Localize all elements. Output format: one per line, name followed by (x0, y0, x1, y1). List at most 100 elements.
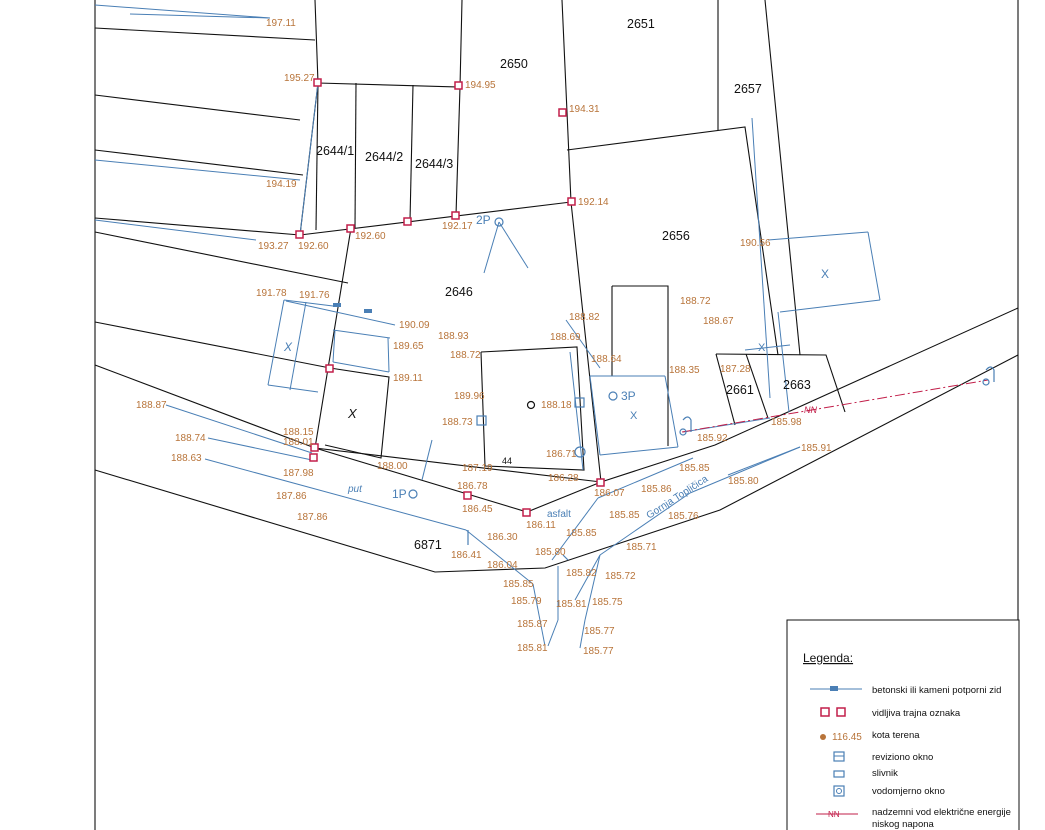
parcel-label-2663: 2663 (783, 378, 811, 392)
parcel-label-2644-2: 2644/2 (365, 150, 403, 164)
elevation-label: 186.71 (546, 449, 577, 460)
elevation-label: 192.14 (578, 197, 609, 208)
manhole-3p-symbol (608, 391, 618, 401)
parcel-label-2661: 2661 (726, 383, 754, 397)
elevation-label: 185.86 (641, 484, 672, 495)
elevation-label: 185.82 (566, 568, 597, 579)
elevation-label: 187.19 (462, 463, 493, 474)
elevation-label: 197.11 (266, 18, 296, 29)
legend-label: betonski ili kameni potporni zid (872, 685, 1001, 696)
elevation-label: 185.79 (511, 596, 542, 607)
legend-item-boundary-marks: vidljiva trajna oznaka (820, 707, 961, 719)
legend-label: kota terena (872, 730, 920, 741)
elevation-label: 188.00 (377, 461, 408, 472)
x-mark: X (283, 340, 293, 354)
elevation-label: 186.04 (487, 560, 518, 571)
elevation-label: 185.85 (609, 510, 640, 521)
legend-item-power-line: NN nadzemni vod električne energije nisk… (816, 807, 1011, 830)
elevation-label: 185.75 (592, 597, 623, 608)
water-meter-chamber-symbol (476, 415, 487, 426)
road-label-asfalt: asfalt (547, 509, 571, 520)
elevation-label: 187.98 (283, 468, 314, 479)
elevation-label: 192.60 (355, 231, 386, 242)
parcel-label-2646: 2646 (445, 285, 473, 299)
parcel-label-2656: 2656 (662, 229, 690, 243)
elevation-label: 194.31 (569, 104, 600, 115)
manholes (408, 217, 995, 561)
elevation-label: 185.80 (728, 476, 759, 487)
inspection-chamber-symbol (574, 397, 585, 408)
elevation-label: 187.28 (720, 364, 751, 375)
parcel-label-2657: 2657 (734, 82, 762, 96)
elevation-label: 188.35 (669, 365, 700, 376)
elevation-labels: 197.11 195.27 194.95 194.31 194.19 193.2… (136, 18, 832, 657)
legend-box (786, 619, 1020, 830)
elevation-label: 190.09 (399, 320, 430, 331)
road-label-put: put (347, 484, 363, 495)
elevation-label: 185.85 (679, 463, 710, 474)
elevation-label: 185.76 (668, 511, 699, 522)
elevation-label: 188.82 (569, 312, 600, 323)
elevation-label: 193.27 (258, 241, 289, 252)
elevation-label: 189.65 (393, 341, 424, 352)
manhole-3p-label: 3P (621, 389, 636, 403)
x-marks: X X X X X (283, 267, 829, 422)
elevation-label: 185.87 (517, 619, 548, 630)
parcel-boundaries (94, 0, 1019, 573)
elevation-label: 188.69 (550, 332, 581, 343)
x-mark: X (758, 342, 766, 354)
elevation-label: 194.19 (266, 179, 297, 190)
elevation-label: 188.18 (541, 400, 572, 411)
elevation-label: 185.85 (566, 528, 597, 539)
elevation-label: 192.60 (298, 241, 329, 252)
elevation-label: 188.01 (283, 437, 314, 448)
x-mark: X (630, 410, 638, 422)
legend-item-water-meter-chamber: vodomjerno okno (833, 785, 945, 797)
elevation-label: 195.27 (284, 73, 315, 84)
legend: Legenda: betonski ili kameni potporni zi… (786, 619, 1020, 830)
power-line-tag: NN (804, 405, 817, 415)
boundary-marks (295, 78, 605, 517)
retaining-walls (333, 303, 372, 313)
elevation-label: 185.72 (605, 571, 636, 582)
elevation-label: 186.45 (462, 504, 493, 515)
legend-label: nadzemni vod električne energije (872, 807, 1011, 818)
elevation-label: 185.77 (584, 626, 615, 637)
legend-label: vidljiva trajna oznaka (872, 708, 961, 719)
elevation-label: 186.28 (548, 473, 579, 484)
elevation-label: 190.56 (740, 238, 771, 249)
elevation-label: 188.67 (703, 316, 734, 327)
parcel-label-2651: 2651 (627, 17, 655, 31)
legend-label: reviziono okno (872, 752, 933, 763)
elevation-label: 191.76 (299, 290, 330, 301)
manhole-1p-symbol (408, 489, 418, 499)
elevation-label: 186.41 (451, 550, 482, 561)
legend-label: vodomjerno okno (872, 786, 945, 797)
elevation-label: 185.77 (583, 646, 614, 657)
legend-elevation-value: 116.45 (832, 732, 862, 743)
elevation-label: 188.15 (283, 427, 314, 438)
blue-annotations: 2P 1P 3P put asfalt Gornja Topličica 44 (347, 213, 711, 522)
elevation-label: 192.17 (442, 221, 473, 232)
point-label-44: 44 (502, 456, 512, 466)
legend-item-inspection-chamber: reviziono okno (833, 751, 933, 763)
elevation-label: 186.30 (487, 532, 518, 543)
elevation-label: 187.86 (297, 512, 328, 523)
elevation-label: 189.11 (393, 373, 423, 384)
elevation-label: 189.96 (454, 391, 485, 402)
legend-label-2: niskog napona (872, 819, 935, 830)
elevation-label: 185.71 (626, 542, 657, 553)
manhole-2p-symbol (494, 217, 504, 227)
parcel-label-6871: 6871 (414, 538, 442, 552)
legend-power-tag: NN (828, 810, 840, 819)
elevation-label: 188.73 (442, 417, 473, 428)
elevation-label: 186.11 (526, 520, 556, 531)
legend-item-gully: slivnik (833, 768, 898, 779)
elevation-label: 185.98 (771, 417, 802, 428)
elevation-label: 188.87 (136, 400, 167, 411)
x-mark: X (821, 267, 829, 281)
manhole-2p-label: 2P (476, 213, 491, 227)
elevation-label: 188.93 (438, 331, 469, 342)
elevation-label: 185.91 (801, 443, 832, 454)
elevation-label: 188.63 (171, 453, 202, 464)
